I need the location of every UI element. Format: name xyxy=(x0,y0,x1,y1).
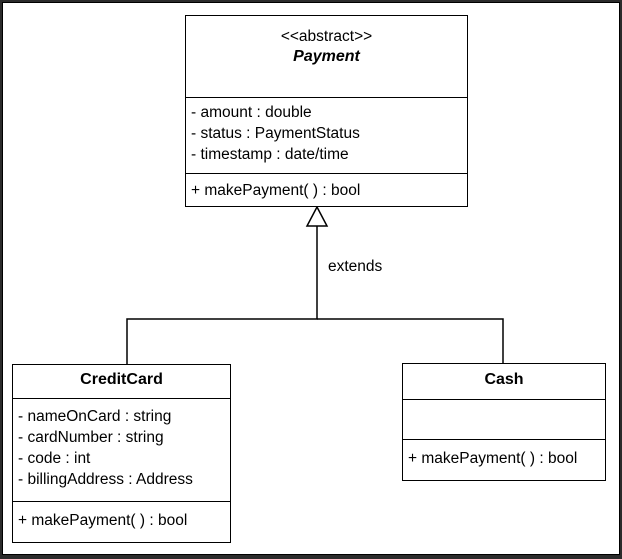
extends-label: extends xyxy=(328,258,383,275)
creditcard-methods: + makePayment( ) : bool xyxy=(13,501,230,542)
creditcard-class[interactable]: CreditCard - nameOnCard : string - cardN… xyxy=(12,364,231,543)
creditcard-class-name: CreditCard xyxy=(80,371,163,388)
payment-stereotype: <<abstract>> xyxy=(280,28,373,45)
payment-class-name: Payment xyxy=(293,48,360,65)
payment-attribute: - amount : double xyxy=(191,104,312,121)
cash-methods: + makePayment( ) : bool xyxy=(403,439,605,480)
inheritance-connectors xyxy=(126,205,504,364)
inheritance-arrowhead-icon xyxy=(305,205,329,227)
payment-header: <<abstract>> Payment xyxy=(186,16,467,97)
cash-attributes xyxy=(403,399,605,439)
payment-methods: + makePayment( ) : bool xyxy=(186,173,467,206)
creditcard-header: CreditCard xyxy=(13,365,230,398)
payment-class[interactable]: <<abstract>> Payment - amount : double -… xyxy=(185,15,468,207)
generalization-line xyxy=(126,226,318,364)
creditcard-attribute: - nameOnCard : string xyxy=(18,408,172,425)
payment-attributes: - amount : double - status : PaymentStat… xyxy=(186,97,467,173)
creditcard-attribute: - billingAddress : Address xyxy=(18,471,193,488)
payment-method: + makePayment( ) : bool xyxy=(191,182,361,199)
creditcard-method: + makePayment( ) : bool xyxy=(18,512,188,529)
creditcard-attribute: - code : int xyxy=(18,450,91,467)
payment-attribute: - timestamp : date/time xyxy=(191,146,349,163)
cash-class[interactable]: Cash + makePayment( ) : bool xyxy=(402,363,606,481)
cash-method: + makePayment( ) : bool xyxy=(408,450,578,467)
creditcard-attribute: - cardNumber : string xyxy=(18,429,164,446)
generalization-line-cash xyxy=(317,318,504,363)
cash-header: Cash xyxy=(403,364,605,399)
cash-class-name: Cash xyxy=(484,371,524,388)
creditcard-attributes: - nameOnCard : string - cardNumber : str… xyxy=(13,398,230,501)
payment-attribute: - status : PaymentStatus xyxy=(191,125,360,142)
